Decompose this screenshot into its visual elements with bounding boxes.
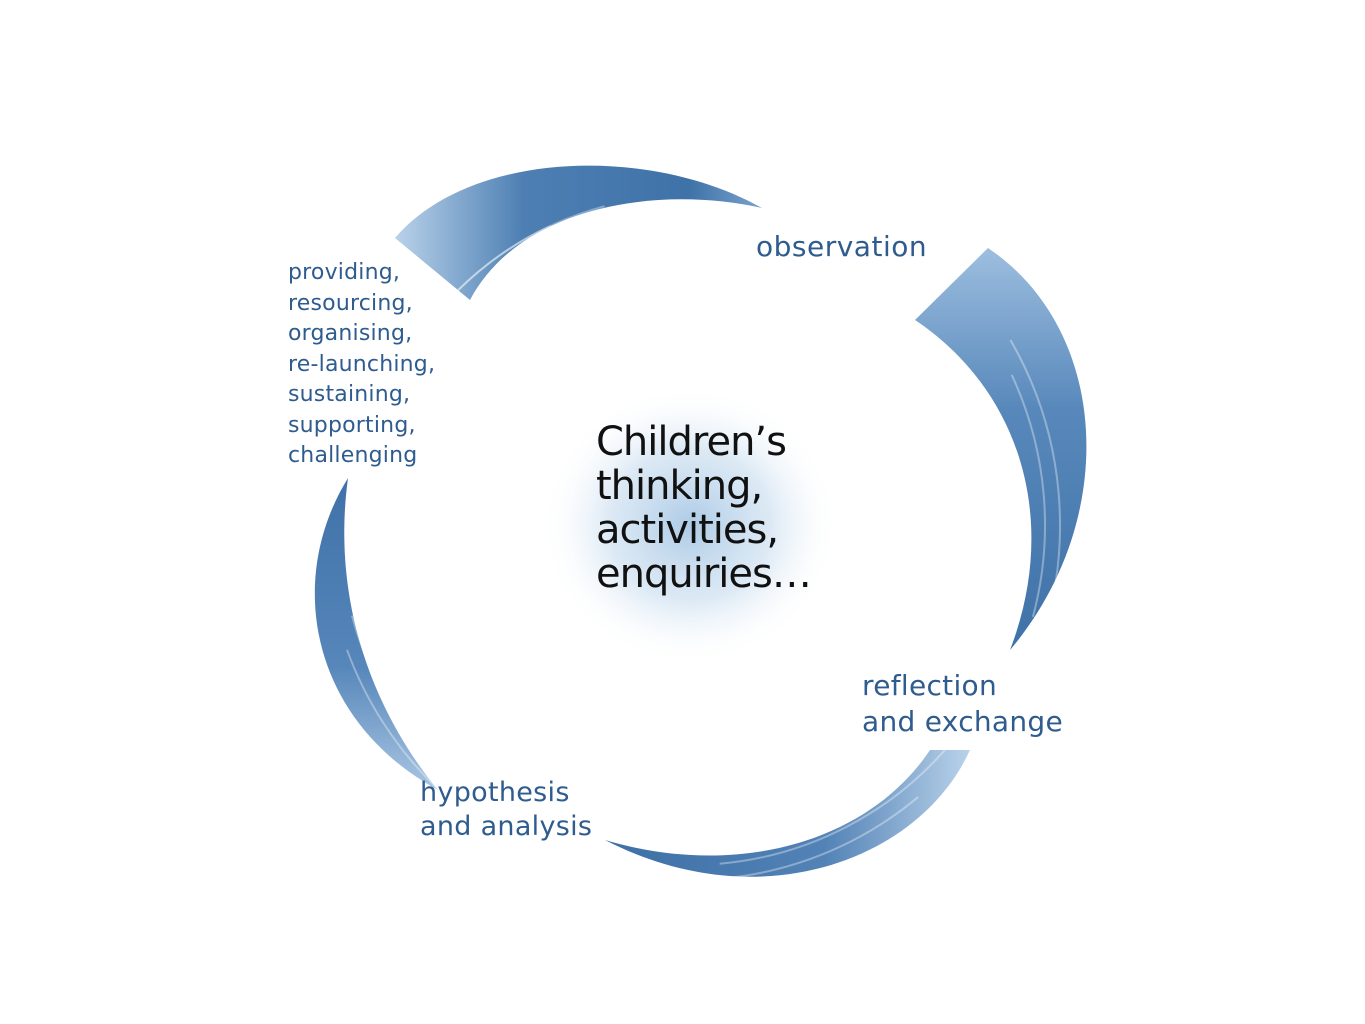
stage-label-line: and exchange	[862, 705, 1064, 738]
brush-stroke	[378, 225, 551, 413]
center-glow	[540, 385, 840, 665]
stage-label-line: re-launching,	[288, 351, 436, 377]
stage-label-line: and analysis	[420, 811, 593, 842]
center-line: Children’s	[596, 419, 787, 465]
brush-stroke	[1010, 374, 1046, 618]
arc-top	[395, 165, 762, 300]
brush-stroke	[1009, 339, 1061, 652]
arc-brush-strokes	[346, 205, 1061, 881]
arc-right	[915, 248, 1087, 650]
center-text: Children’s thinking, activities, enquiri…	[596, 420, 836, 596]
stage-label-providing: providing, resourcing, organising, re-la…	[288, 258, 435, 472]
brush-stroke	[350, 615, 516, 829]
brush-stroke	[346, 649, 482, 825]
stage-label-line: organising,	[288, 321, 413, 346]
stage-label-observation: observation	[756, 230, 927, 264]
arc-bottom	[605, 750, 970, 877]
stage-label-line: challenging	[288, 443, 418, 468]
center-line: enquiries…	[596, 551, 812, 597]
stage-label-line: hypothesis	[420, 777, 570, 808]
arc-left	[314, 478, 438, 790]
stage-label-hypothesis: hypothesis and analysis	[420, 776, 592, 844]
center-line: thinking,	[596, 463, 763, 509]
center-line: activities,	[596, 507, 779, 553]
brush-stroke	[418, 205, 605, 337]
brush-stroke	[719, 742, 952, 865]
brush-stroke	[689, 796, 919, 881]
stage-label-line: observation	[756, 230, 928, 263]
stage-label-reflection: reflection and exchange	[862, 668, 1063, 740]
stage-label-line: reflection	[862, 669, 998, 702]
stage-label-line: resourcing,	[288, 290, 413, 316]
stage-label-line: supporting,	[288, 412, 416, 438]
stage-label-line: providing,	[288, 260, 401, 285]
stage-label-line: sustaining,	[288, 382, 411, 407]
